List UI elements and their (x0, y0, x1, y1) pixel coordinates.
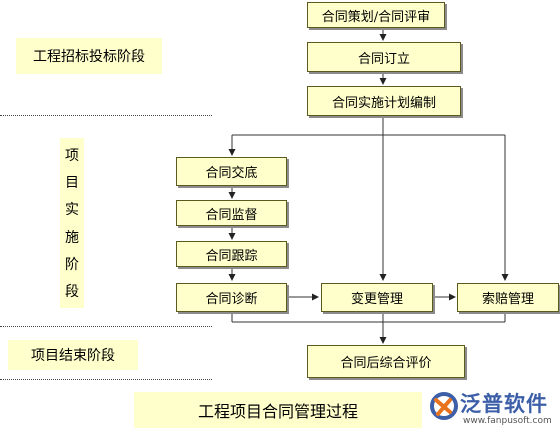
node-change-management: 变更管理 (321, 283, 433, 312)
node-signing: 合同订立 (307, 42, 461, 72)
node-planning-review: 合同策划/合同评审 (307, 2, 445, 28)
stage-implementation-label: 项 目 实 施 阶 段 (60, 138, 84, 308)
node-implementation-plan: 合同实施计划编制 (307, 86, 461, 116)
node-claims-management: 索赔管理 (457, 283, 559, 312)
fanpusoft-logo-icon (430, 392, 458, 420)
node-post-evaluation: 合同后综合评价 (307, 345, 465, 378)
node-handover: 合同交底 (176, 157, 287, 186)
stage-implementation-char: 实 (65, 202, 79, 219)
node-diagnosis: 合同诊断 (176, 283, 287, 312)
stage-closing-label: 项目结束阶段 (8, 340, 138, 370)
logo-url: www.fanpusoft.com (463, 416, 552, 426)
stage-implementation-char: 目 (65, 175, 79, 192)
stage-implementation-char: 项 (65, 148, 79, 165)
stage-bidding-label: 工程招标投标阶段 (16, 38, 162, 74)
logo-name: 泛普软件 (460, 392, 548, 416)
stage-divider (0, 326, 212, 327)
stage-divider (0, 379, 212, 380)
stage-divider (0, 115, 212, 116)
stage-implementation-char: 段 (65, 283, 79, 300)
node-tracking: 合同跟踪 (176, 241, 287, 267)
node-supervision: 合同监督 (176, 200, 287, 226)
diagram-caption: 工程项目合同管理过程 (134, 392, 422, 428)
stage-implementation-char: 阶 (65, 256, 79, 273)
stage-implementation-char: 施 (65, 229, 79, 246)
